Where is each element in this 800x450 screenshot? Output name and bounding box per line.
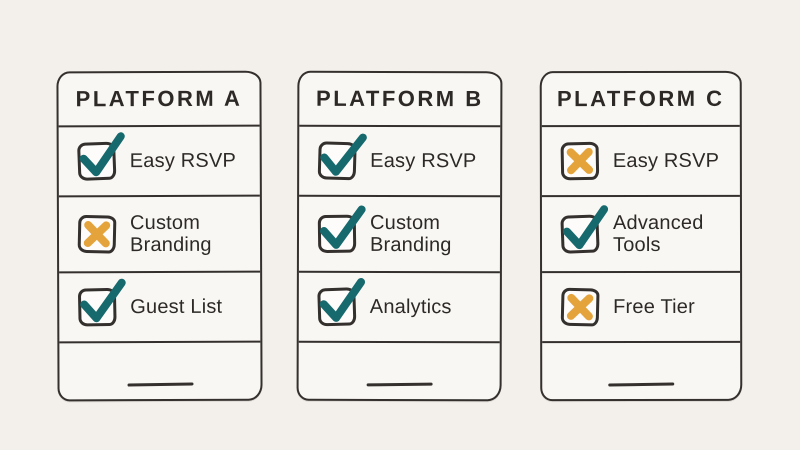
checkbox-icon	[77, 278, 126, 327]
checkbox-icon	[77, 132, 125, 181]
feature-label: Free Tier	[613, 295, 695, 318]
feature-row: Guest List	[59, 272, 261, 344]
feature-label: Advanced Tools	[612, 211, 704, 257]
feature-row: Custom Branding	[58, 196, 261, 274]
card-footer	[542, 343, 740, 399]
card-footer	[299, 343, 500, 400]
checkbox-icon	[560, 205, 609, 254]
x-mark-icon	[566, 147, 594, 175]
checkbox-icon	[317, 133, 367, 181]
checkmark-icon	[320, 133, 367, 176]
checkbox-icon	[560, 287, 600, 327]
checkmark-icon	[79, 132, 125, 177]
platform-a-card: PLATFORM A Easy RSVP Custom Branding Gue…	[56, 70, 263, 402]
feature-label: Easy RSVP	[370, 149, 477, 172]
checkbox-icon	[317, 278, 366, 327]
checkbox-icon	[317, 205, 366, 254]
feature-row: Easy RSVP	[299, 126, 501, 198]
platform-a-title: PLATFORM A	[58, 72, 260, 128]
feature-row: Custom Branding	[298, 196, 501, 274]
feature-label: Custom Branding	[369, 211, 452, 257]
feature-label: Guest List	[130, 295, 223, 318]
checkmark-icon	[319, 205, 366, 249]
feature-row: Free Tier	[542, 272, 741, 344]
checkmark-icon	[80, 278, 126, 323]
checkbox-icon	[560, 141, 600, 181]
footer-doodle-line	[127, 382, 194, 387]
checkmark-icon	[319, 278, 366, 322]
feature-row: Easy RSVP	[541, 126, 740, 198]
platform-b-card: PLATFORM B Easy RSVP Custom Branding Ana…	[296, 70, 503, 402]
platform-b-title: PLATFORM B	[299, 72, 501, 128]
feature-label: Easy RSVP	[612, 149, 720, 172]
feature-row: Advanced Tools	[541, 196, 741, 274]
x-mark-icon	[566, 293, 594, 321]
footer-doodle-line	[366, 383, 433, 387]
feature-row: Easy RSVP	[58, 126, 260, 198]
x-mark-icon	[83, 221, 111, 248]
card-footer	[59, 343, 260, 400]
checkbox-icon	[77, 214, 117, 254]
platform-c-title: PLATFORM C	[541, 72, 740, 128]
checkmark-icon	[562, 205, 609, 250]
feature-label: Easy RSVP	[129, 149, 237, 172]
feature-label: Custom Branding	[129, 211, 212, 257]
feature-label: Analytics	[369, 295, 452, 318]
feature-row: Analytics	[298, 272, 500, 344]
platform-c-card: PLATFORM C Easy RSVP Advanced Tools Free…	[539, 70, 743, 402]
footer-doodle-line	[608, 382, 675, 387]
